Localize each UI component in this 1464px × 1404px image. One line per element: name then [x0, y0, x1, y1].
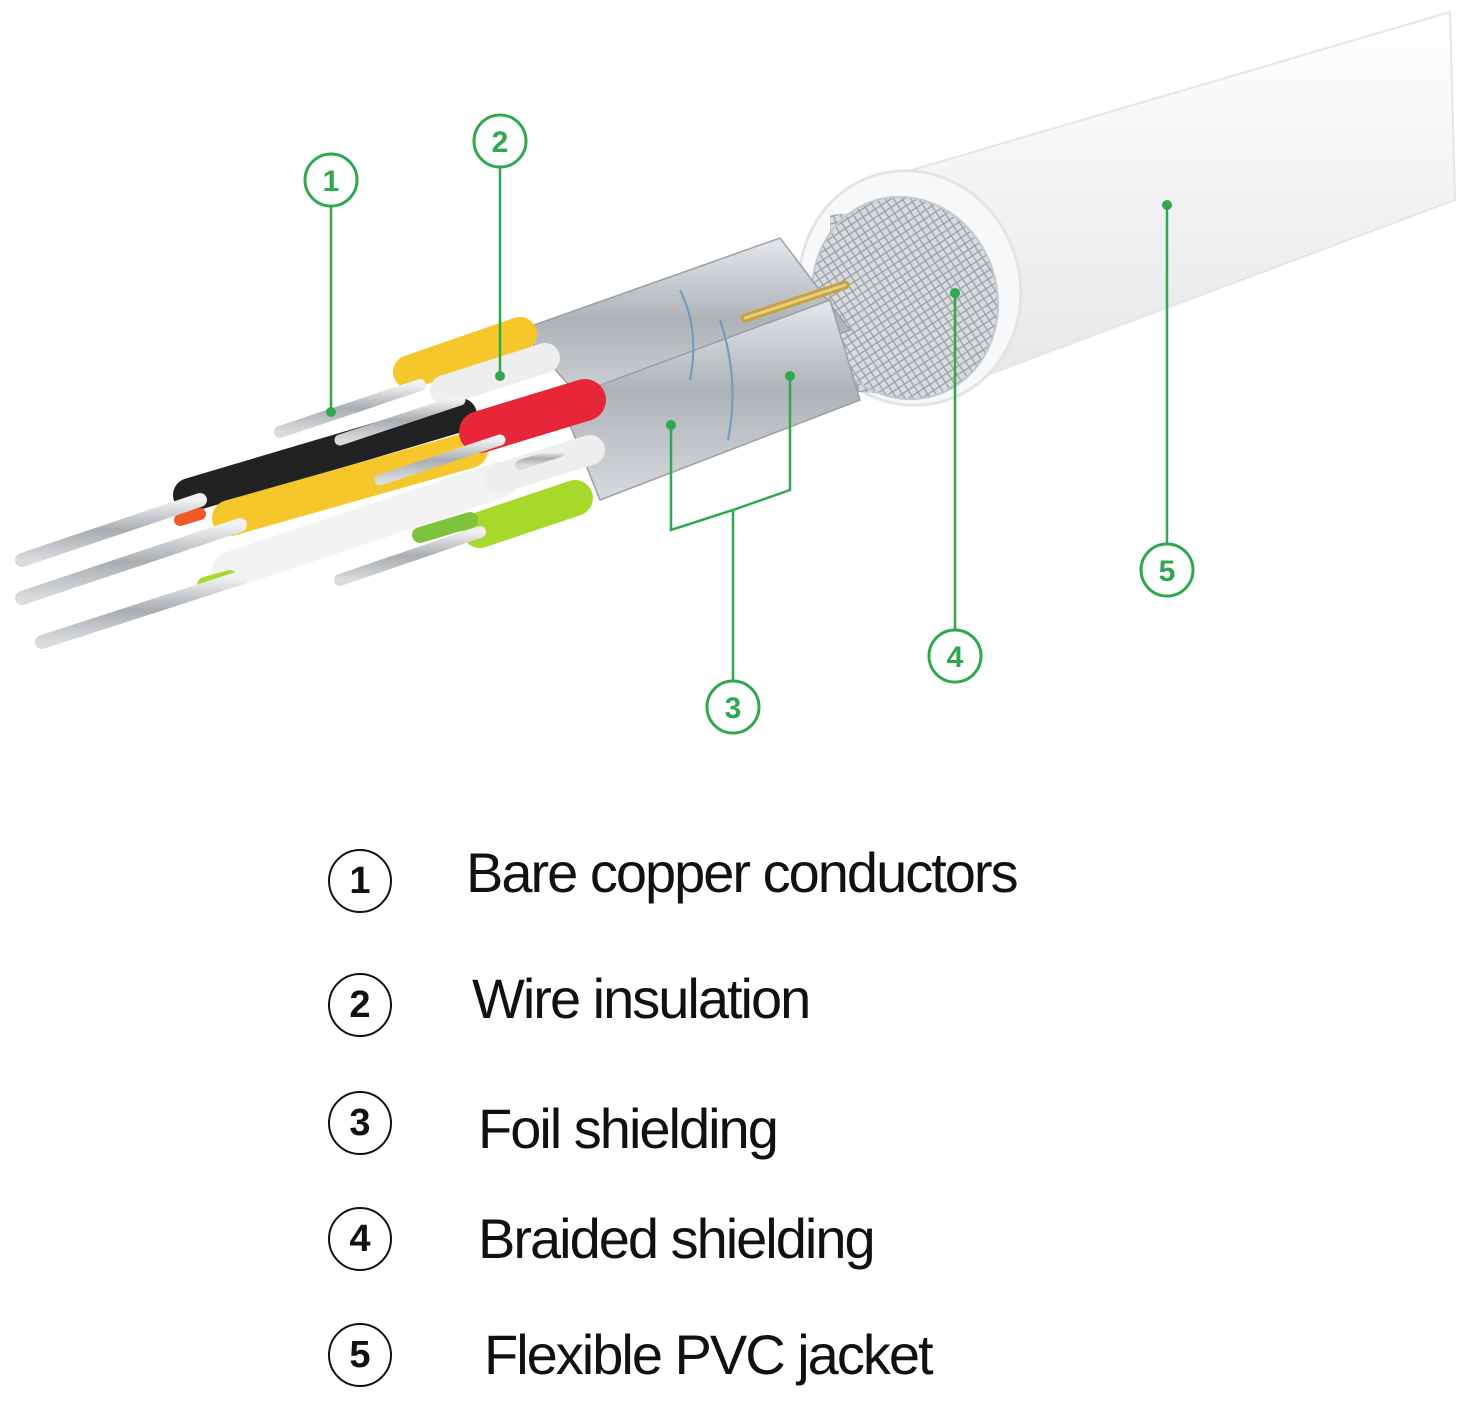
legend-number-badge: 4 — [328, 1207, 392, 1271]
braided-shield — [810, 195, 1000, 401]
callout-4-number: 4 — [947, 641, 964, 674]
legend-number-badge: 3 — [328, 1091, 392, 1155]
callout-dots — [326, 200, 1172, 430]
legend-item-2: 2 — [328, 970, 392, 1040]
cable-diagram: 1 2 3 4 5 — [15, 10, 1457, 735]
legend-item-3: 3 — [328, 1088, 392, 1158]
legend-label-1: Bare copper conductors — [466, 841, 1019, 904]
legend-number-badge: 1 — [328, 849, 392, 913]
legend-item-4: 4 — [328, 1204, 392, 1274]
legend-number-badge: 2 — [328, 973, 392, 1037]
callout-5: 5 — [1139, 542, 1195, 598]
callout-1: 1 — [303, 152, 359, 208]
legend-item-5: 5 — [328, 1320, 392, 1390]
callout-5-number: 5 — [1159, 555, 1176, 588]
legend-label-5: Flexible PVC jacket — [484, 1323, 934, 1386]
callout-1-number: 1 — [323, 165, 340, 198]
callout-4: 4 — [927, 628, 983, 684]
legend-label-3: Foil shielding — [478, 1097, 779, 1160]
legend-label-4: Braided shielding — [478, 1207, 876, 1270]
legend-label-2: Wire insulation — [472, 967, 811, 1030]
legend-number-badge: 5 — [328, 1323, 392, 1387]
callout-leaders — [329, 168, 1169, 680]
callout-2-number: 2 — [492, 126, 509, 159]
callout-2: 2 — [472, 113, 528, 169]
callout-3-number: 3 — [725, 692, 742, 725]
callout-3: 3 — [705, 679, 761, 735]
legend-item-1: 1 — [328, 846, 392, 916]
bare-conductors — [15, 379, 565, 649]
